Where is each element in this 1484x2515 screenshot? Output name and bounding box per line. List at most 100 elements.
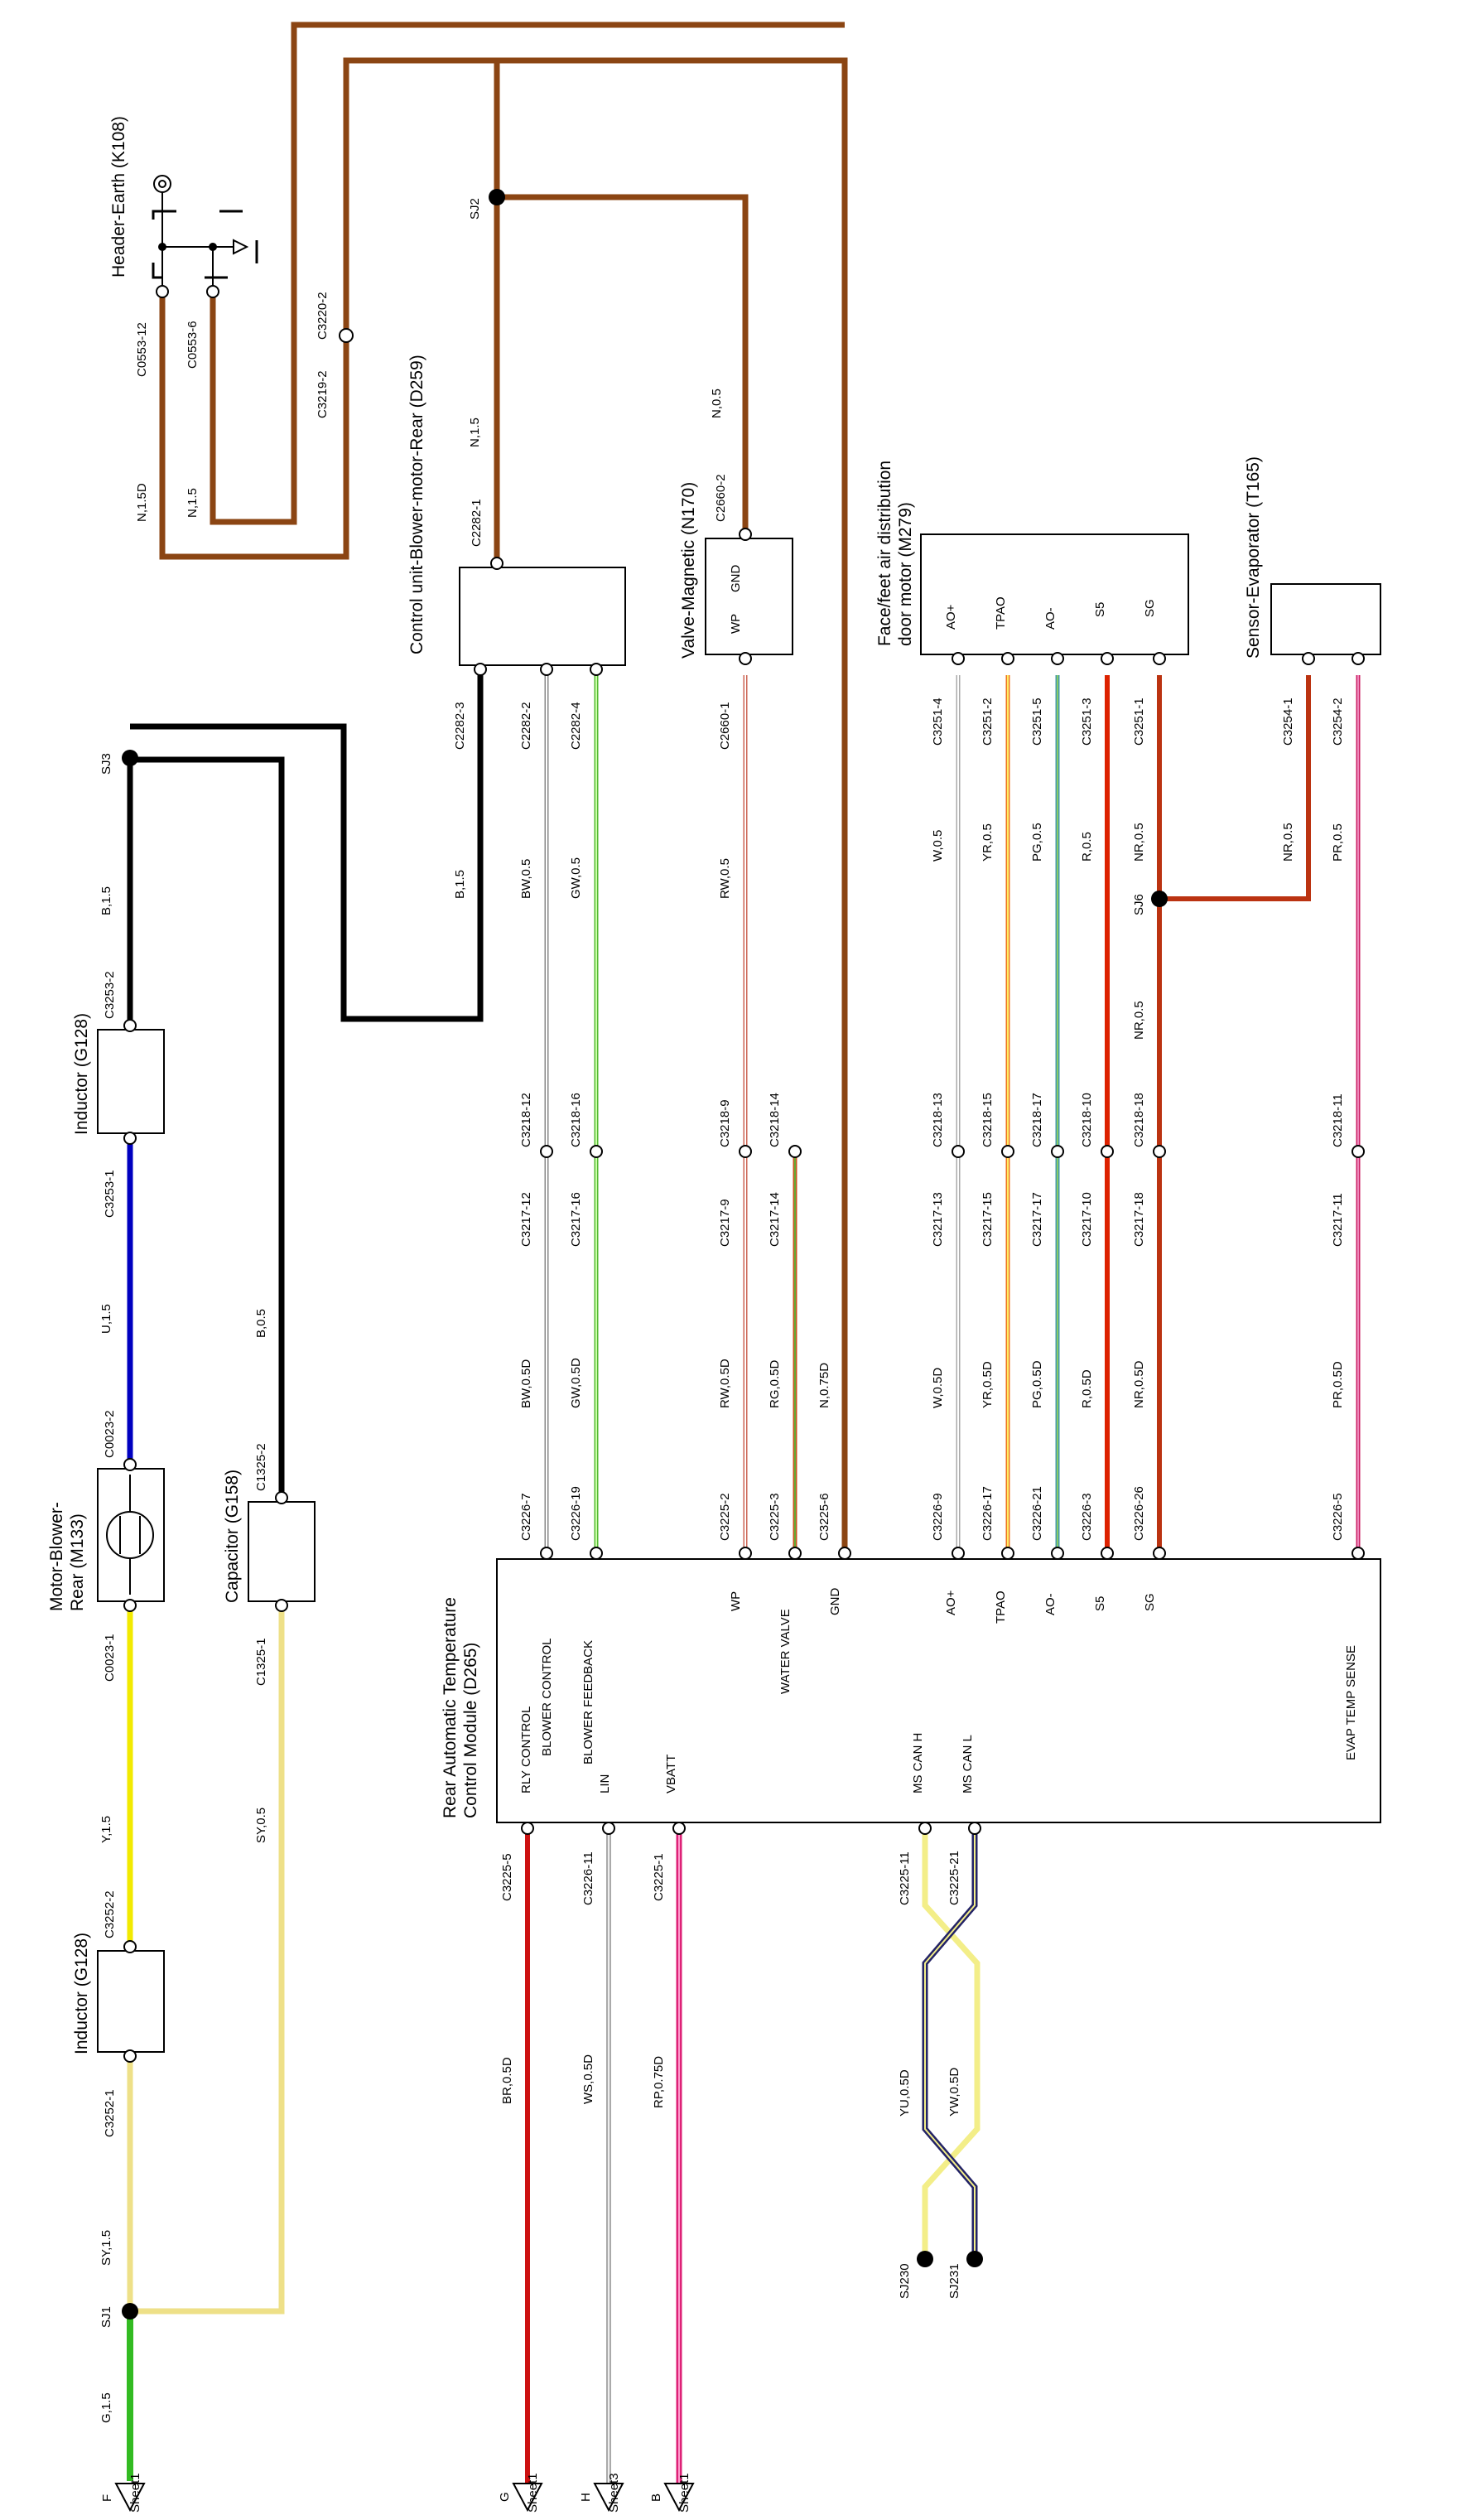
wire-label-sy05: SY,0.5 [254, 1808, 268, 1843]
svg-text:C2282-1: C2282-1 [470, 499, 484, 547]
wire-label-r05: R,0.5 [1080, 832, 1094, 862]
wire-label-rg05d: RG,0.5D [768, 1359, 782, 1408]
svg-text:SJ230: SJ230 [898, 2263, 912, 2299]
valve-magnetic-n170: Valve-Magnetic (N170) WP GND C2660-2 C26… [679, 474, 793, 750]
connector-c3219-c3220: C3219-2 C3220-2 [316, 292, 354, 418]
wire-yw05d-core [924, 1827, 976, 2257]
rear-atc-module-d265: Rear Automatic Temperature Control Modul… [441, 1558, 1381, 1823]
svg-text:C3218-10: C3218-10 [1080, 1093, 1094, 1147]
motor-blower-rear-m133: Motor-Blower- Rear (M133) C0023-2 C0023-… [47, 1410, 165, 1682]
svg-text:C2660-2: C2660-2 [714, 474, 728, 522]
wire-label-b05: B,0.5 [254, 1309, 268, 1338]
svg-text:Sheet1: Sheet1 [677, 2473, 691, 2513]
svg-text:C0553-6: C0553-6 [186, 321, 200, 369]
svg-text:C3254-2: C3254-2 [1331, 698, 1345, 746]
module-title-1: Rear Automatic Temperature [441, 1597, 460, 1818]
svg-text:S5: S5 [1093, 1596, 1107, 1611]
svg-text:C3217-13: C3217-13 [931, 1192, 945, 1247]
svg-text:C3218-11: C3218-11 [1331, 1093, 1345, 1147]
svg-text:AO+: AO+ [944, 604, 958, 630]
motor-title-1: Motor-Blower- [47, 1502, 66, 1611]
module-top-connectors: C3226-7 C3226-19 C3225-2 C3225-3 C3225-6… [519, 1486, 1365, 1560]
connector-c0553-6: C0553-6 [186, 285, 219, 369]
wire-label-bw05d: BW,0.5D [519, 1359, 533, 1408]
svg-text:C3226-17: C3226-17 [980, 1486, 995, 1541]
wire-label-yu05d: YU,0.5D [898, 2069, 912, 2117]
svg-text:C3217-14: C3217-14 [768, 1192, 782, 1247]
svg-text:C3226-5: C3226-5 [1331, 1493, 1345, 1541]
motor-icon [106, 1511, 154, 1559]
svg-text:C3218-18: C3218-18 [1132, 1093, 1146, 1147]
face-feet-motor-m279: Face/feet air distribution door motor (M… [875, 461, 1189, 746]
svg-text:C2282-2: C2282-2 [519, 702, 533, 750]
wire-label-u15: U,1.5 [99, 1304, 113, 1334]
motor-title-2: Rear (M133) [68, 1513, 87, 1611]
svg-text:LIN: LIN [598, 1774, 612, 1793]
wire-label-b15-b: B,1.5 [99, 886, 113, 915]
wire-nr05-sensor [1159, 675, 1311, 901]
svg-text:MS CAN H: MS CAN H [911, 1733, 925, 1793]
splice-sj2 [489, 189, 505, 205]
svg-text:C2660-1: C2660-1 [718, 702, 732, 750]
wire-label-n075d: N,0.75D [817, 1363, 831, 1408]
svg-text:C3226-11: C3226-11 [581, 1851, 595, 1905]
wire-label-yw05d: YW,0.5D [947, 2068, 961, 2117]
wire-label-bw05: BW,0.5 [519, 859, 533, 899]
svg-text:AO+: AO+ [944, 1590, 958, 1615]
svg-text:C3226-7: C3226-7 [519, 1493, 533, 1541]
svg-text:Sheet1: Sheet1 [128, 2473, 142, 2513]
wire-label-pr05: PR,0.5 [1331, 823, 1345, 862]
svg-text:C1325-1: C1325-1 [254, 1638, 268, 1686]
sensor-evaporator-t165: Sensor-Evaporator (T165) C3254-1 C3254-2 [1244, 456, 1381, 746]
wire-label-b15: B,1.5 [453, 870, 467, 899]
svg-text:Sheet1: Sheet1 [526, 2473, 540, 2513]
svg-text:TPAO: TPAO [994, 1591, 1008, 1624]
splice-sj6 [1151, 891, 1168, 907]
sheet-ref-h: H Sheet3 [579, 2473, 624, 2513]
wire-label-r05d: R,0.5D [1080, 1369, 1094, 1408]
svg-text:SG: SG [1143, 599, 1157, 617]
ground-arrow-icon [233, 239, 249, 255]
connector-c0553-12: C0553-12 [135, 285, 169, 377]
wire-label-rw05d: RW,0.5D [718, 1359, 732, 1408]
wire-label-w05d: W,0.5D [931, 1368, 945, 1408]
wire-label-nr05-c: NR,0.5 [1132, 1001, 1146, 1040]
svg-text:C3226-19: C3226-19 [569, 1486, 583, 1541]
svg-text:C3253-1: C3253-1 [103, 1170, 117, 1218]
svg-text:C3252-1: C3252-1 [103, 2089, 117, 2137]
wire-label-gw05: GW,0.5 [569, 857, 583, 899]
header-earth-k108: Header-Earth (K108) [109, 116, 258, 290]
splice-sj1 [122, 2303, 138, 2319]
sensor-title: Sensor-Evaporator (T165) [1244, 456, 1263, 659]
svg-text:VBATT: VBATT [664, 1755, 678, 1793]
wire-label-nr05-b: NR,0.5 [1281, 823, 1295, 862]
svg-text:BLOWER CONTROL: BLOWER CONTROL [540, 1638, 554, 1756]
svg-text:SJ1: SJ1 [99, 2306, 113, 2328]
m279-title-1: Face/feet air distribution [875, 461, 894, 646]
module-bottom-connectors: C3225-5 C3226-11 C3225-1 C3225-11 C3225-… [500, 1822, 981, 1905]
svg-text:C3226-26: C3226-26 [1132, 1486, 1146, 1541]
svg-text:C3218-14: C3218-14 [768, 1093, 782, 1147]
wire-n15-c0553 [210, 22, 845, 525]
svg-text:C3252-2: C3252-2 [103, 1890, 117, 1938]
svg-text:C3220-2: C3220-2 [316, 292, 330, 340]
svg-text:GND: GND [729, 565, 743, 593]
svg-text:S5: S5 [1093, 602, 1107, 617]
svg-text:AO-: AO- [1043, 607, 1058, 630]
svg-text:Inductor (G128): Inductor (G128) [72, 1013, 91, 1135]
svg-text:RLY CONTROL: RLY CONTROL [519, 1706, 533, 1793]
wire-b15-control [130, 675, 484, 1022]
svg-text:C3219-2: C3219-2 [316, 370, 330, 418]
wire-label-rp075d: RP,0.75D [652, 2056, 666, 2108]
svg-text:SJ231: SJ231 [947, 2263, 961, 2299]
svg-text:C3217-10: C3217-10 [1080, 1192, 1094, 1247]
svg-text:C3251-3: C3251-3 [1080, 698, 1094, 746]
svg-text:C3254-1: C3254-1 [1281, 698, 1295, 746]
svg-text:C3218-9: C3218-9 [718, 1099, 732, 1147]
wire-label-nr05d: NR,0.5D [1132, 1360, 1146, 1408]
earth-ring-icon [153, 175, 171, 193]
svg-text:F: F [100, 2494, 114, 2502]
module-title-2: Control Module (D265) [461, 1643, 480, 1818]
svg-text:C2282-4: C2282-4 [569, 702, 583, 750]
